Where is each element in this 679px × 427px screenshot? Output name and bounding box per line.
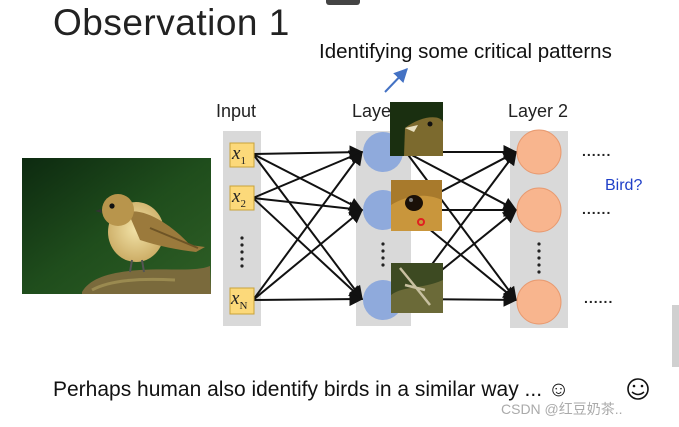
beak-patch-image xyxy=(390,102,443,156)
csdn-watermark: CSDN @红豆奶茶.. xyxy=(501,401,623,417)
layer1-label: Layer 1 xyxy=(352,101,391,121)
layer2-label: Layer 2 xyxy=(508,101,569,121)
layer2-node-2 xyxy=(516,187,562,233)
bottom-caption-text: Perhaps human also identify birds in a s… xyxy=(53,378,570,401)
smiley-icon xyxy=(627,378,649,400)
layer2-ellipsis xyxy=(537,242,541,274)
trailing-dots-1: ...... xyxy=(582,143,612,159)
callout-arrow xyxy=(384,67,408,93)
input-x2-label: x2 xyxy=(232,186,246,210)
layer2-node-1 xyxy=(516,129,562,175)
claw-patch-image xyxy=(391,263,443,313)
bottom-caption: Perhaps human also identify birds in a s… xyxy=(53,378,569,402)
top-tab-handle xyxy=(326,0,360,5)
trailing-dots-3: ...... xyxy=(584,290,614,306)
bird-question-label: Bird? xyxy=(605,177,643,194)
bird-photo xyxy=(22,158,211,294)
input-x1-label: x1 xyxy=(232,143,246,167)
callout-text: Identifying some critical patterns xyxy=(319,40,612,63)
input-label: Input xyxy=(216,101,257,121)
eye-patch-image xyxy=(391,180,442,231)
layer2-node-n xyxy=(516,279,562,325)
input-xn-label: xN xyxy=(231,288,248,312)
input-xn-box xyxy=(229,287,255,315)
slide-title: Observation 1 xyxy=(53,2,290,43)
input-x1-box xyxy=(229,142,255,168)
scroll-edge[interactable] xyxy=(672,305,679,367)
trailing-dots-2: ...... xyxy=(582,201,612,217)
layer1-ellipsis xyxy=(381,242,385,267)
input-layer1-connections xyxy=(252,145,364,307)
input-x2-box xyxy=(229,185,255,211)
input-ellipsis xyxy=(240,236,244,268)
